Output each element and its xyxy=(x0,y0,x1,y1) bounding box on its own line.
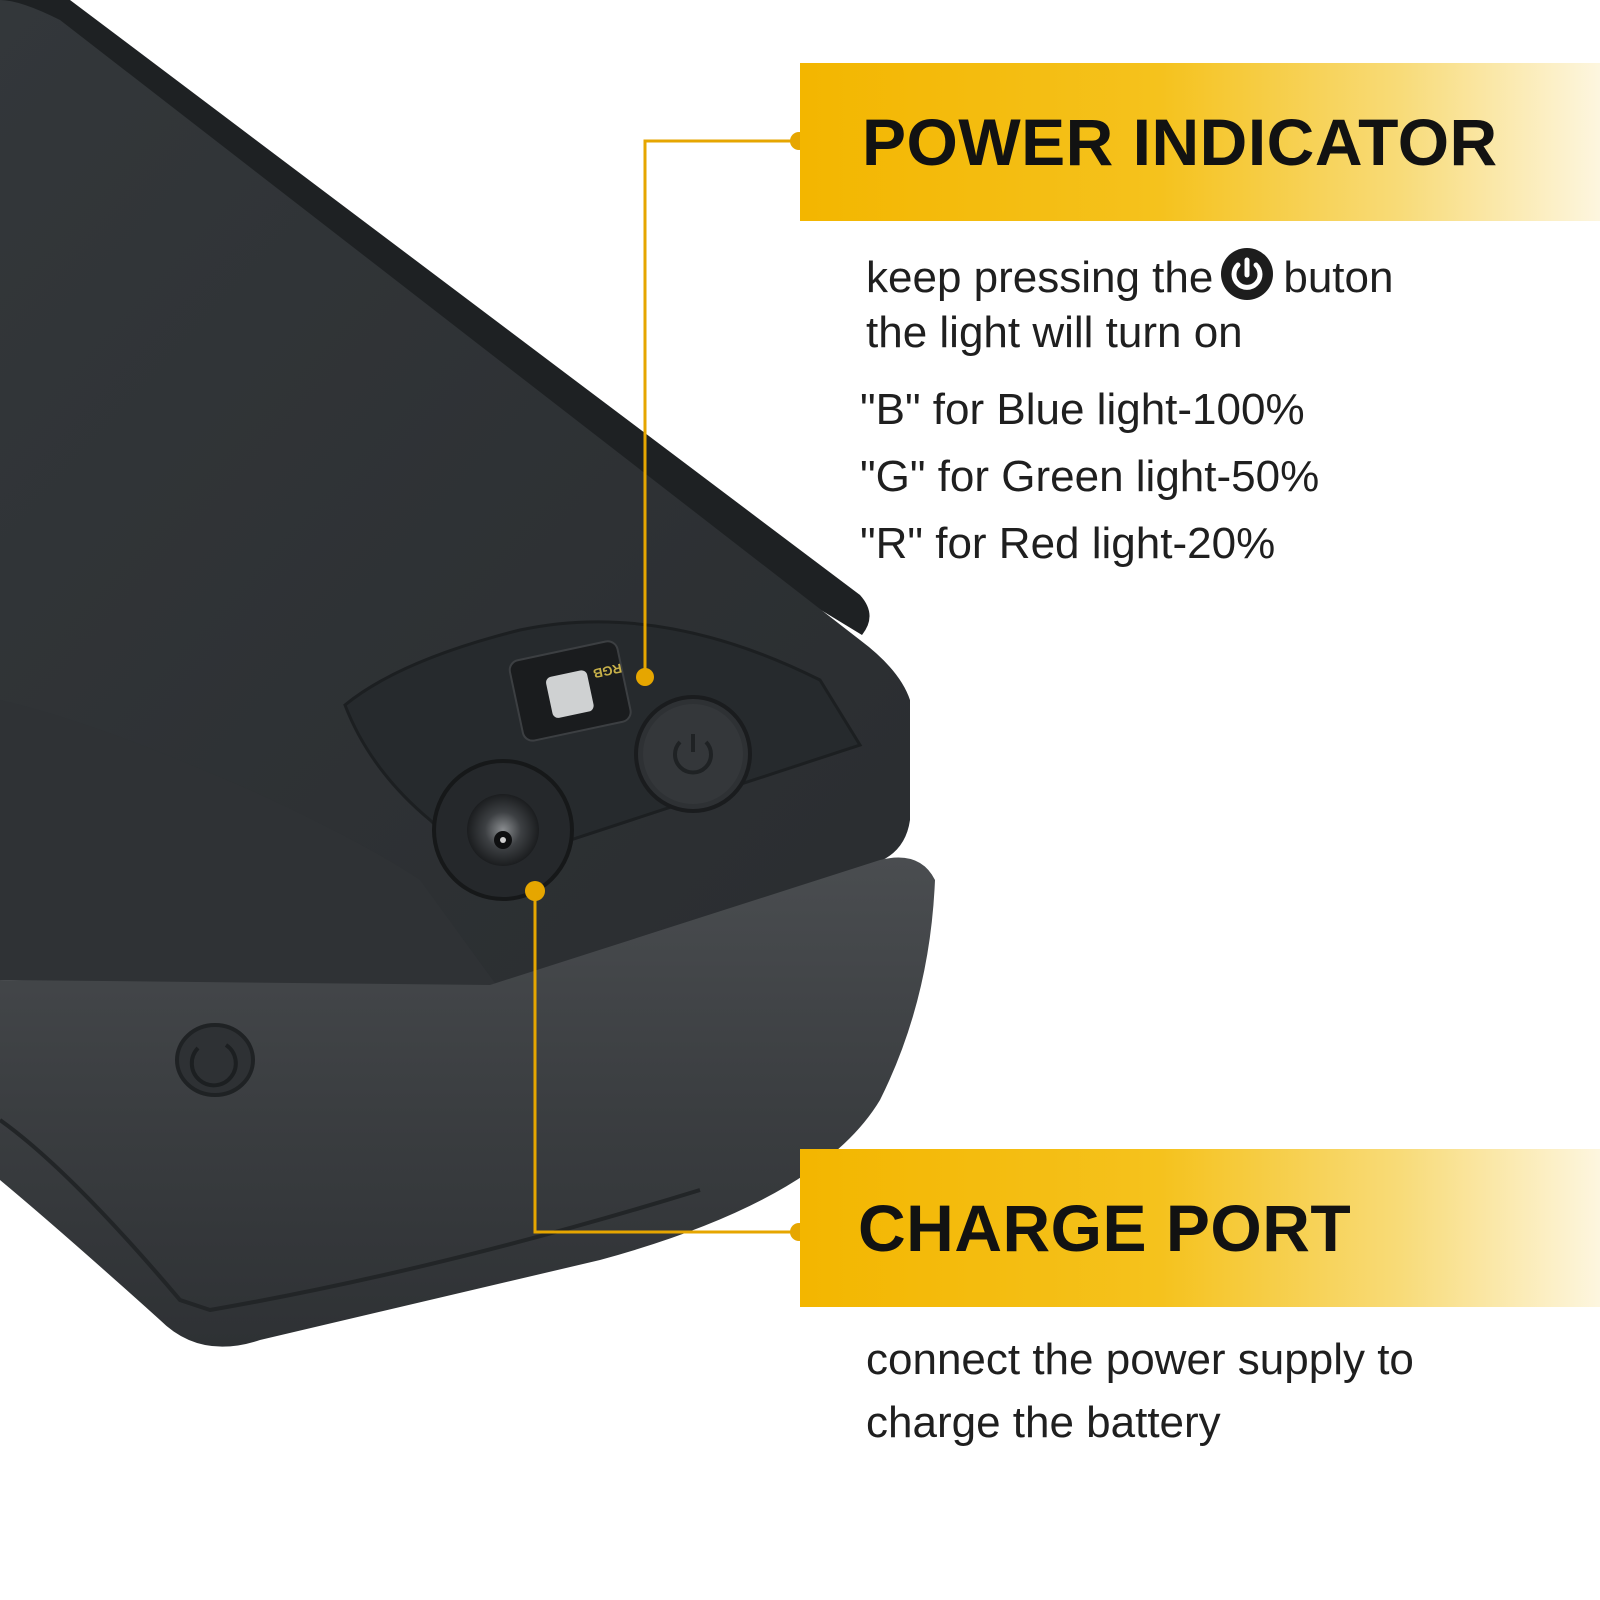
power-button[interactable] xyxy=(634,695,752,813)
led-rgb-label: RGB xyxy=(592,661,623,682)
charge-port-title: CHARGE PORT xyxy=(858,1191,1352,1265)
power-indicator-instruction-line1: keep pressing the buton xyxy=(866,248,1393,303)
green-level-text: "G" for Green light-50% xyxy=(860,452,1320,501)
charge-port-description-line1: connect the power supply to xyxy=(866,1335,1414,1384)
power-indicator-banner: POWER INDICATOR xyxy=(800,63,1600,221)
charge-port-description-line2: charge the battery xyxy=(866,1398,1221,1447)
power-icon xyxy=(1221,248,1274,300)
instruction-text-before-icon: keep pressing the xyxy=(866,253,1214,302)
red-level-text: "R" for Red light-20% xyxy=(860,519,1276,568)
charge-port-socket xyxy=(432,759,574,901)
power-indicator-instruction-line2: the light will turn on xyxy=(866,308,1243,357)
power-indicator-title: POWER INDICATOR xyxy=(862,105,1498,179)
instruction-text-after-icon: buton xyxy=(1283,253,1394,302)
blue-level-text: "B" for Blue light-100% xyxy=(860,385,1305,434)
charge-port-banner: CHARGE PORT xyxy=(800,1149,1600,1307)
